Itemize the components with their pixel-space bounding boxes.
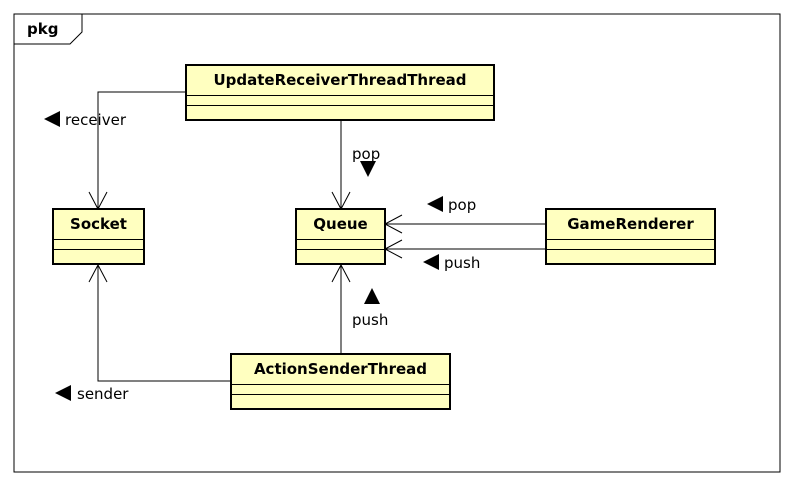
class-action-sender-thread[interactable]: ActionSenderThread xyxy=(230,353,451,410)
class-attributes-compartment xyxy=(232,385,449,395)
direction-triangle-down-icon xyxy=(360,161,376,177)
class-attributes-compartment xyxy=(54,240,143,250)
association-label-receiver: receiver xyxy=(65,111,126,129)
direction-triangle-left-icon xyxy=(427,196,443,212)
direction-triangle-left-icon xyxy=(44,111,60,127)
class-game-renderer[interactable]: GameRenderer xyxy=(545,208,716,265)
direction-triangle-left-icon xyxy=(55,385,71,401)
class-operations-compartment xyxy=(232,395,449,404)
class-attributes-compartment xyxy=(547,240,714,250)
class-update-receiver-thread[interactable]: UpdateReceiverThreadThread xyxy=(185,64,495,121)
association-label-sender: sender xyxy=(77,385,129,403)
arrowhead-open-icon xyxy=(88,263,108,283)
arrowhead-open-icon xyxy=(331,263,351,283)
class-operations-compartment xyxy=(187,106,493,115)
class-operations-compartment xyxy=(54,250,143,259)
class-name: Queue xyxy=(297,210,384,240)
association-sender-line xyxy=(97,265,231,382)
class-name: GameRenderer xyxy=(547,210,714,240)
class-socket[interactable]: Socket xyxy=(52,208,145,265)
class-name: ActionSenderThread xyxy=(232,355,449,385)
class-operations-compartment xyxy=(297,250,384,259)
package-tab xyxy=(14,14,83,45)
direction-triangle-up-icon xyxy=(364,288,380,304)
class-operations-compartment xyxy=(547,250,714,259)
class-name: UpdateReceiverThreadThread xyxy=(187,66,493,96)
association-label-push: push xyxy=(352,311,389,329)
package-name: pkg xyxy=(27,20,59,38)
association-label-pop: pop xyxy=(352,145,381,163)
direction-triangle-left-icon xyxy=(423,254,439,270)
class-attributes-compartment xyxy=(297,240,384,250)
class-queue[interactable]: Queue xyxy=(295,208,386,265)
association-receiver-line xyxy=(97,91,186,209)
package-frame xyxy=(13,13,781,473)
association-label-push: push xyxy=(444,254,481,272)
class-name: Socket xyxy=(54,210,143,240)
association-label-pop: pop xyxy=(448,196,477,214)
class-attributes-compartment xyxy=(187,96,493,106)
